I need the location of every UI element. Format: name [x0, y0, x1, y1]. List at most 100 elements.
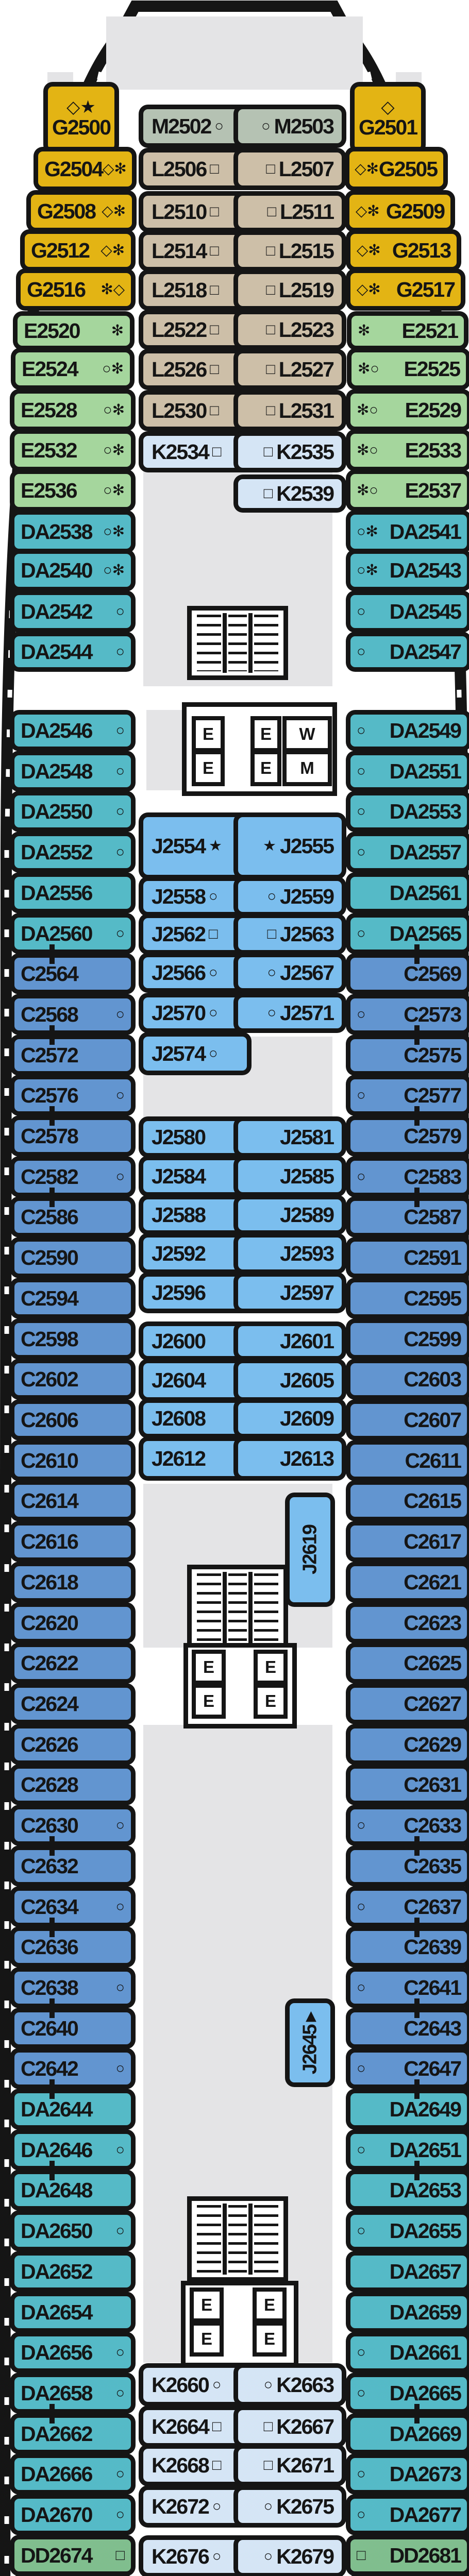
- stateroom-C2599[interactable]: C2599: [350, 1323, 467, 1355]
- stateroom-DA2540[interactable]: DA2540○✻: [14, 554, 131, 587]
- stateroom-E2537[interactable]: ✻○E2537: [350, 474, 467, 507]
- stateroom-C2575[interactable]: C2575: [350, 1039, 467, 1071]
- stateroom-K2663[interactable]: ○K2663: [238, 2368, 342, 2402]
- stateroom-J2604[interactable]: J2604: [143, 1363, 247, 1397]
- stateroom-K2667[interactable]: □K2667: [238, 2410, 342, 2443]
- stateroom-J2597[interactable]: J2597: [238, 1277, 342, 1309]
- stateroom-C2598[interactable]: C2598: [14, 1323, 131, 1355]
- stateroom-DA2646[interactable]: DA2646○: [14, 2134, 131, 2166]
- stateroom-DA2542[interactable]: DA2542○: [14, 595, 131, 628]
- stateroom-E2533[interactable]: ✻○E2533: [350, 434, 467, 467]
- stateroom-C2572[interactable]: C2572: [14, 1039, 131, 1071]
- stateroom-C2627[interactable]: C2627: [350, 1688, 467, 1720]
- stateroom-C2568[interactable]: C2568○: [14, 998, 131, 1030]
- stateroom-J2563[interactable]: □J2563: [238, 918, 342, 950]
- stateroom-C2632[interactable]: C2632: [14, 1850, 131, 1882]
- stateroom-C2640[interactable]: C2640: [14, 2012, 131, 2044]
- stateroom-E2525[interactable]: ✻○E2525: [351, 352, 466, 385]
- stateroom-DA2655[interactable]: ○DA2655: [350, 2215, 467, 2247]
- stateroom-J2571[interactable]: ○J2571: [238, 997, 342, 1028]
- stateroom-C2636[interactable]: C2636: [14, 1931, 131, 1963]
- stateroom-DA2541[interactable]: ○✻DA2541: [350, 515, 467, 549]
- stateroom-J2601[interactable]: J2601: [238, 1326, 342, 1356]
- stateroom-J2558[interactable]: J2558○: [143, 881, 247, 912]
- stateroom-DA2652[interactable]: DA2652: [14, 2256, 131, 2287]
- stateroom-J2592[interactable]: J2592: [143, 1238, 247, 1269]
- stateroom-C2594[interactable]: C2594: [14, 1282, 131, 1314]
- stateroom-J2612[interactable]: J2612: [143, 1441, 247, 1476]
- stateroom-J2562[interactable]: J2562□: [143, 918, 247, 950]
- stateroom-DA2553[interactable]: ○DA2553: [350, 795, 467, 827]
- stateroom-C2576[interactable]: C2576○: [14, 1079, 131, 1111]
- stateroom-L2515[interactable]: □L2515: [238, 235, 342, 267]
- stateroom-DA2670[interactable]: DA2670○: [14, 2499, 131, 2531]
- stateroom-DA2545[interactable]: ○DA2545: [350, 595, 467, 628]
- stateroom-C2602[interactable]: C2602: [14, 1363, 131, 1395]
- stateroom-C2569[interactable]: C2569: [350, 958, 467, 990]
- stateroom-K2539[interactable]: □K2539: [238, 479, 342, 508]
- stateroom-J2559[interactable]: ○J2559: [238, 881, 342, 912]
- stateroom-J2580[interactable]: J2580: [143, 1121, 247, 1153]
- stateroom-E2524[interactable]: E2524○✻: [15, 352, 130, 385]
- stateroom-DA2543[interactable]: ○✻DA2543: [350, 554, 467, 587]
- stateroom-DA2650[interactable]: DA2650○: [14, 2215, 131, 2247]
- stateroom-E2536[interactable]: E2536○✻: [14, 474, 131, 507]
- stateroom-K2671[interactable]: □K2671: [238, 2449, 342, 2482]
- stateroom-J2613[interactable]: J2613: [238, 1441, 342, 1476]
- stateroom-DA2654[interactable]: DA2654: [14, 2296, 131, 2328]
- stateroom-C2637[interactable]: ○C2637: [350, 1891, 467, 1923]
- stateroom-J2593[interactable]: J2593: [238, 1238, 342, 1269]
- stateroom-C2616[interactable]: C2616: [14, 1526, 131, 1557]
- stateroom-J2566[interactable]: J2566○: [143, 957, 247, 988]
- stateroom-C2582[interactable]: C2582○: [14, 1161, 131, 1193]
- stateroom-DA2661[interactable]: ○DA2661: [350, 2336, 467, 2368]
- stateroom-C2643[interactable]: C2643: [350, 2012, 467, 2044]
- stateroom-DA2557[interactable]: ○DA2557: [350, 836, 467, 868]
- stateroom-L2514[interactable]: L2514□: [143, 235, 247, 267]
- stateroom-K2660[interactable]: K2660○: [143, 2368, 247, 2402]
- stateroom-E2528[interactable]: E2528○✻: [14, 394, 131, 427]
- stateroom-C2629[interactable]: C2629: [350, 1728, 467, 1760]
- stateroom-DA2550[interactable]: DA2550○: [14, 795, 131, 827]
- stateroom-C2578[interactable]: C2578: [14, 1120, 131, 1152]
- stateroom-J2619[interactable]: J2619: [290, 1497, 330, 1602]
- stateroom-DA2552[interactable]: DA2552○: [14, 836, 131, 868]
- stateroom-DA2538[interactable]: DA2538○✻: [14, 515, 131, 549]
- stateroom-K2672[interactable]: K2672○: [143, 2490, 247, 2523]
- stateroom-C2642[interactable]: C2642○: [14, 2053, 131, 2084]
- stateroom-C2583[interactable]: ○C2583: [350, 1161, 467, 1193]
- stateroom-C2630[interactable]: C2630○: [14, 1809, 131, 1841]
- stateroom-L2507[interactable]: □L2507: [238, 152, 342, 185]
- stateroom-C2591[interactable]: C2591: [350, 1242, 467, 1274]
- stateroom-DA2644[interactable]: DA2644: [14, 2093, 131, 2125]
- stateroom-K2675[interactable]: ○K2675: [238, 2490, 342, 2523]
- stateroom-C2633[interactable]: ○C2633: [350, 1809, 467, 1841]
- stateroom-L2510[interactable]: L2510□: [143, 196, 247, 228]
- stateroom-DA2649[interactable]: DA2649: [350, 2093, 467, 2125]
- stateroom-L2518[interactable]: L2518□: [143, 274, 247, 306]
- stateroom-G2513[interactable]: ◇✻G2513: [350, 234, 457, 267]
- stateroom-C2624[interactable]: C2624: [14, 1688, 131, 1720]
- stateroom-L2526[interactable]: L2526□: [143, 353, 247, 385]
- stateroom-C2617[interactable]: C2617: [350, 1526, 467, 1557]
- stateroom-G2512[interactable]: G2512◇✻: [25, 234, 131, 267]
- stateroom-M2502[interactable]: M2502○: [143, 109, 247, 143]
- stateroom-L2511[interactable]: □L2511: [238, 196, 342, 228]
- stateroom-C2564[interactable]: C2564: [14, 958, 131, 990]
- stateroom-E2532[interactable]: E2532○✻: [14, 434, 131, 467]
- stateroom-J2645[interactable]: J2645▶: [290, 2003, 330, 2082]
- stateroom-DA2547[interactable]: ○DA2547: [350, 636, 467, 667]
- stateroom-J2600[interactable]: J2600: [143, 1326, 247, 1356]
- stateroom-M2503[interactable]: ○M2503: [238, 109, 342, 143]
- stateroom-J2570[interactable]: J2570○: [143, 997, 247, 1028]
- stateroom-DA2669[interactable]: DA2669: [350, 2418, 467, 2450]
- stateroom-DA2546[interactable]: DA2546○: [14, 715, 131, 747]
- stateroom-C2590[interactable]: C2590: [14, 1242, 131, 1274]
- stateroom-L2523[interactable]: □L2523: [238, 314, 342, 345]
- stateroom-J2555[interactable]: ★J2555: [238, 817, 342, 875]
- stateroom-K2534[interactable]: K2534□: [143, 436, 247, 468]
- stateroom-C2635[interactable]: C2635: [350, 1850, 467, 1882]
- stateroom-DA2560[interactable]: DA2560○: [14, 918, 131, 950]
- stateroom-J2574[interactable]: J2574○: [143, 1037, 247, 1071]
- stateroom-G2509[interactable]: ◇✻G2509: [349, 195, 450, 228]
